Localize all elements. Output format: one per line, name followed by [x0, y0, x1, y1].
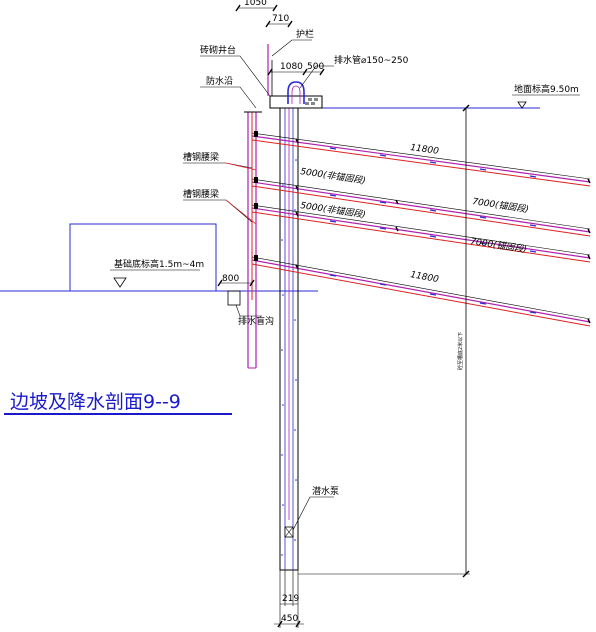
pump-hatch-2: [284, 526, 294, 538]
depth-dim-tick-top: [462, 104, 470, 112]
drawing-title: 边坡及降水剖面9--9: [10, 391, 181, 413]
bottom-dim-tick-2: [295, 620, 301, 628]
drainage-ditch-shape: [227, 290, 241, 306]
dim-anchor-3-bond: 7000(锚固段): [470, 236, 528, 255]
label-leaders: [183, 39, 334, 531]
top-dim-710-tick-1: [265, 20, 271, 28]
top-dim-1050-tick-2: [272, 4, 278, 12]
dim-anchor-3-free: 5000(非锚固段): [300, 200, 367, 221]
dim-anchor-4-length: 11800: [409, 270, 439, 285]
dim-top-1080: 1080: [280, 62, 303, 72]
channel-waist-beam-label-1: 槽钢腰梁: [183, 151, 219, 163]
dim-well-450: 450: [281, 614, 298, 624]
anchor-dimension-ticks: [295, 138, 591, 324]
vertical-note-label: 砼至槽底2米以下: [457, 332, 464, 370]
dim-top-500: 500: [307, 62, 324, 72]
drain-pipe-label: 排水管⌀150~250: [334, 54, 409, 66]
dim-anchor-2-free: 5000(非锚固段): [300, 166, 367, 187]
submersible-pump-label: 潜水泵: [312, 485, 339, 497]
drain-pipe-inner: [291, 85, 301, 104]
ground-elevation-label: 地面标高9.50m: [514, 83, 579, 95]
ground-elevation-marker: [517, 101, 527, 109]
drain-pipe-shape: [287, 81, 305, 104]
brick-well-platform-label: 砖砌井台: [200, 44, 236, 56]
anchor-1: [251, 132, 591, 187]
dim-top-710: 710: [272, 14, 289, 24]
guardrail-label: 护栏: [296, 28, 314, 40]
bottom-dim-tick-1: [277, 620, 283, 628]
dim-anchor-1-length: 11800: [410, 143, 440, 157]
anchor-centralizers: [329, 147, 537, 314]
foundation-elevation-marker: [113, 277, 127, 288]
top-dim-tick-c: [319, 68, 325, 76]
anchor-2: [251, 178, 591, 237]
well-offset-tick-2: [249, 279, 255, 287]
anchor-3: [251, 204, 591, 263]
building-outline: [69, 223, 217, 291]
waist-beam-red-2: [225, 199, 257, 225]
top-dim-710-tick-2: [287, 20, 293, 28]
dim-pipe-219: 219: [282, 594, 299, 604]
dim-top-1050: 1050: [244, 0, 267, 8]
waterproof-edge-label: 防水沿: [206, 75, 233, 87]
waist-beam-red-1: [225, 162, 257, 171]
channel-waist-beam-label-2: 槽钢腰梁: [183, 188, 219, 200]
foundation-bottom-label: 基础底标高1.5m~4m: [114, 258, 204, 270]
drainage-ditch-label: 排水盲沟: [238, 315, 274, 327]
top-dim-tick-b: [302, 68, 308, 76]
top-dim-tick-a: [267, 68, 273, 76]
anchor-4: [251, 256, 591, 327]
anchor-heads: [254, 131, 258, 261]
brick-pattern: [305, 98, 318, 105]
dim-well-offset: 800: [222, 274, 239, 284]
top-dim-1050-tick-1: [235, 4, 241, 12]
dim-anchor-2-bond: 7000(锚固段): [472, 196, 530, 215]
well-offset-tick-1: [217, 279, 223, 287]
